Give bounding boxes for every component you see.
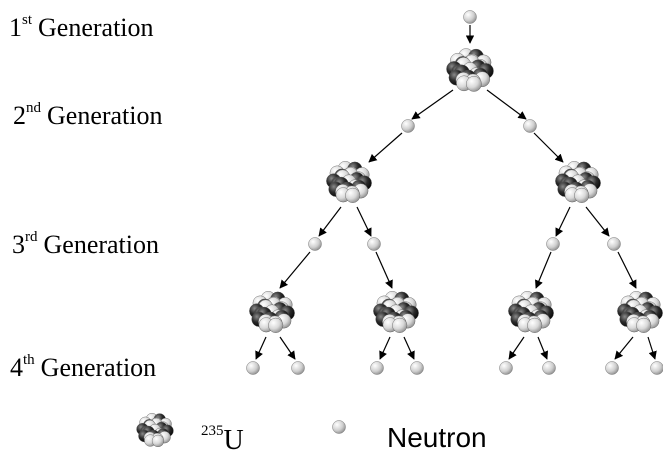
arrow-15	[279, 336, 296, 360]
legend-nucleus-icon	[136, 413, 174, 448]
arrow-17	[403, 336, 415, 360]
arrow-13	[617, 251, 637, 289]
neutron-4	[308, 237, 322, 251]
arrow-5	[533, 132, 564, 163]
legend-nucleus-label: 235U	[201, 423, 244, 453]
uranium-nucleus-7	[617, 291, 663, 333]
neutron-10	[370, 361, 384, 375]
arrow-9	[585, 206, 610, 237]
arrow-3	[486, 89, 527, 120]
arrow-19	[537, 336, 549, 360]
arrow-2	[411, 89, 454, 120]
neutron-14	[605, 361, 619, 375]
arrow-12	[535, 251, 552, 289]
neutron-6	[546, 237, 560, 251]
legend-neutron-icon	[332, 420, 346, 434]
neutron-9	[291, 361, 305, 375]
neutron-8	[246, 361, 260, 375]
neutrons	[246, 10, 663, 375]
arrow-21	[647, 336, 657, 360]
uranium-nucleus-3	[555, 161, 601, 203]
arrow-16	[379, 336, 391, 360]
neutron-15	[650, 361, 663, 375]
neutron-12	[499, 361, 513, 375]
arrow-7	[356, 206, 372, 237]
arrow-11	[375, 251, 393, 289]
arrow-18	[508, 336, 525, 360]
arrow-8	[555, 206, 571, 237]
arrow-6	[318, 206, 342, 237]
arrow-20	[614, 336, 634, 360]
nuclei	[249, 48, 663, 333]
neutron-1	[463, 10, 477, 24]
neutron-5	[367, 237, 381, 251]
arrow-4	[368, 132, 403, 163]
uranium-nucleus-6	[508, 291, 554, 333]
uranium-nucleus-4	[249, 291, 295, 333]
neutron-3	[523, 119, 537, 133]
uranium-nucleus-1	[446, 48, 494, 92]
arrow-14	[255, 336, 267, 360]
uranium-nucleus-2	[326, 161, 372, 203]
neutron-2	[401, 119, 415, 133]
neutron-7	[607, 237, 621, 251]
reaction-arrows	[255, 25, 657, 360]
neutron-13	[542, 361, 556, 375]
legend: 235U Neutron	[136, 413, 487, 453]
legend-nucleus-cluster	[136, 413, 174, 448]
uranium-nucleus-5	[373, 291, 419, 333]
arrow-10	[279, 251, 311, 289]
legend-neutron-label: Neutron	[387, 422, 487, 453]
neutron-11	[410, 361, 424, 375]
